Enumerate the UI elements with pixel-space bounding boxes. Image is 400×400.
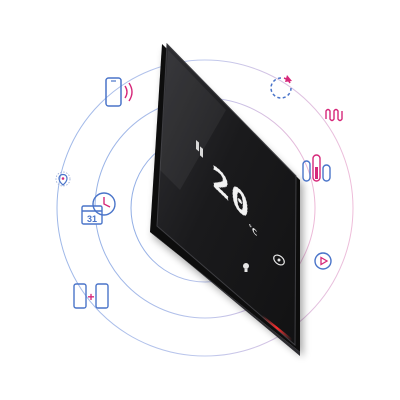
smartphone-wifi-icon [105,77,133,107]
calendar-day-number: 31 [87,214,97,224]
heating-wave-icon [325,108,343,122]
location-pin-icon [55,171,71,187]
radiator-pictogram-icon [196,140,203,158]
glass-reflection [160,50,226,190]
multi-device-add-icon: + [73,283,109,309]
humidity-drop-icon [243,263,249,272]
refresh-icon [270,75,292,99]
calendar-clock-icon: 31 [81,192,116,225]
device-front-glass [156,42,297,347]
zones-thermometer-icon [302,154,331,182]
add-symbol: + [87,290,94,304]
settings-button-icon [273,254,285,266]
status-led-strip [260,314,294,342]
outer-ring [56,59,354,357]
play-icon [314,252,332,270]
temperature-unit: °C [248,222,257,239]
